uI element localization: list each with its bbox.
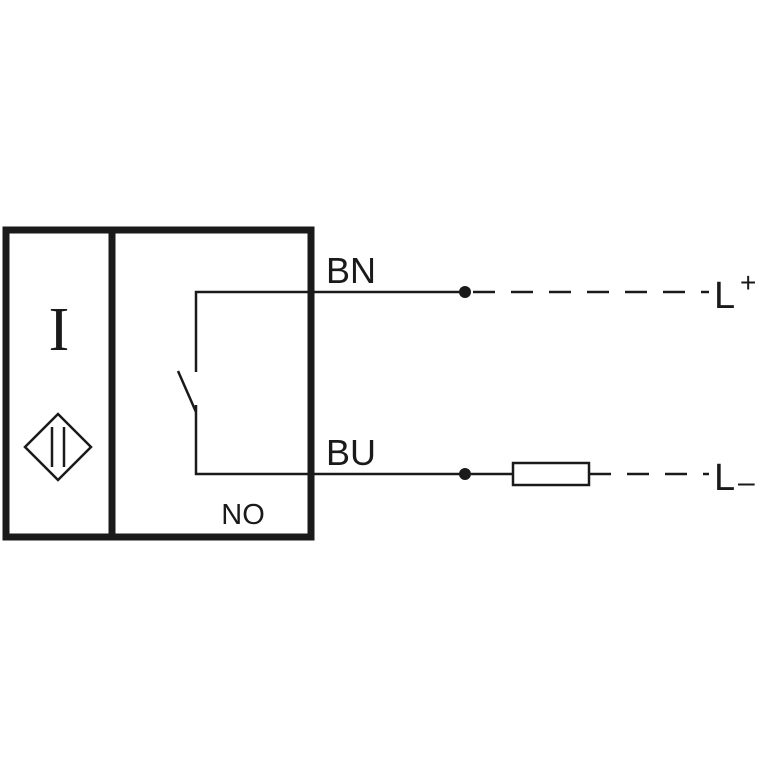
- blue-wire: [313, 461, 709, 487]
- blue-terminal-dot: [459, 468, 471, 480]
- blue-wire-label: BU: [326, 432, 376, 473]
- svg-text:+: +: [740, 267, 756, 298]
- brown-terminal-dot: [459, 286, 471, 298]
- svg-text:L: L: [714, 275, 735, 317]
- housing-outline: [2, 226, 315, 541]
- output-type-label: NO: [221, 499, 265, 531]
- svg-text:–: –: [738, 466, 755, 499]
- sensor-housing: [2, 226, 315, 541]
- inductive-sensor-icon: [23, 412, 93, 482]
- supply-positive-label: L +: [714, 267, 756, 317]
- brown-wire-label: BN: [326, 250, 376, 291]
- function-symbol: I: [49, 296, 70, 364]
- load-resistor: [511, 461, 591, 487]
- brown-wire: [313, 286, 709, 298]
- supply-negative-label: L –: [714, 457, 755, 499]
- normally-open-switch: [176, 290, 313, 476]
- svg-text:L: L: [714, 457, 735, 499]
